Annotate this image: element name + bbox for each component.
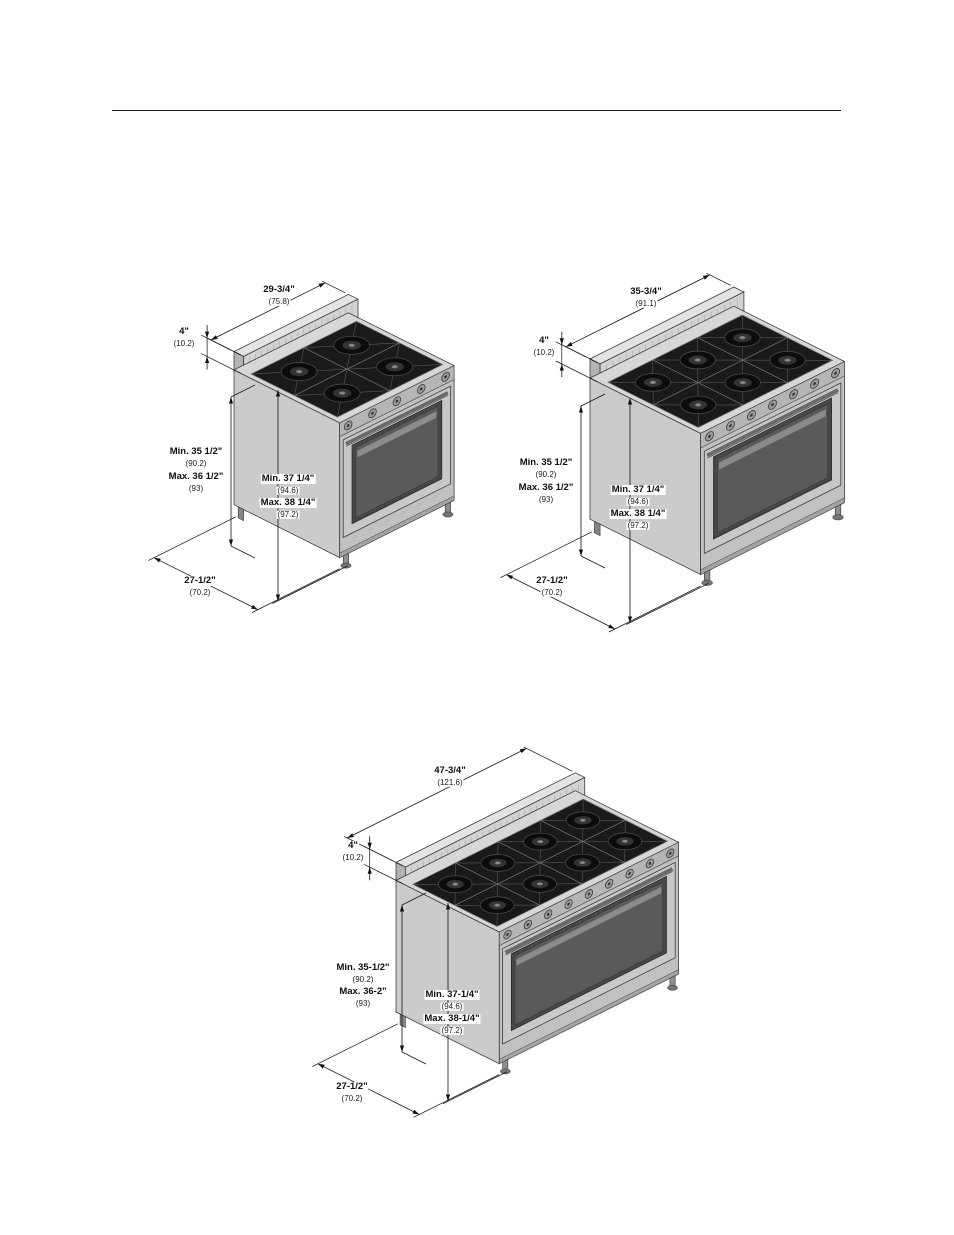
dim-label-depth-cm-30: (70.2): [188, 587, 212, 598]
dim-label-backguard-30: 4": [178, 326, 190, 338]
dim-label-depth-cm-48: (70.2): [340, 1093, 364, 1104]
dim-label-counter-max-48: Max. 36-2": [338, 986, 388, 998]
dim-label-backguard-cm-30: (10.2): [172, 338, 196, 349]
dim-label-counter-min-cm-30: (90.2): [184, 458, 208, 469]
dim-label-backguard-cm-36: (10.2): [532, 347, 556, 358]
dim-label-trim-min-cm-36: (94.6): [626, 496, 650, 507]
dim-label-trim-min-cm-30: (94.6): [276, 485, 300, 496]
dim-label-backguard-36: 4": [538, 335, 550, 347]
dim-label-width-cm-48: (121.6): [436, 777, 464, 788]
range-36-drawing: [500, 272, 846, 633]
dim-label-counter-max-cm-48: (93): [354, 998, 372, 1009]
dim-label-depth-36: 27-1/2": [535, 575, 569, 587]
dim-label-trim-max-30: Max. 38 1/4": [259, 497, 317, 509]
range-48-drawing: [312, 746, 680, 1118]
dim-label-counter-min-48: Min. 35-1/2": [335, 962, 391, 974]
dim-label-width-cm-30: (75.8): [267, 296, 291, 307]
dim-label-counter-max-cm-30: (93): [187, 483, 205, 494]
dim-label-trim-min-30: Min. 37 1/4": [260, 473, 316, 485]
dim-label-trim-min-cm-48: (94.6): [440, 1001, 464, 1012]
dim-label-counter-min-30: Min. 35 1/2": [168, 446, 224, 458]
dim-label-trim-min-48: Min. 37-1/4": [424, 989, 480, 1001]
dim-label-trim-max-48: Max. 38-1/4": [423, 1013, 481, 1025]
dim-label-counter-max-cm-36: (93): [537, 494, 555, 505]
dim-label-depth-cm-36: (70.2): [540, 587, 564, 598]
dim-label-width-36: 35-3/4": [629, 286, 663, 298]
dim-label-width-48: 47-3/4": [433, 765, 467, 777]
dim-label-backguard-cm-48: (10.2): [341, 852, 365, 863]
dim-label-trim-min-36: Min. 37 1/4": [610, 484, 666, 496]
dim-label-counter-min-cm-36: (90.2): [534, 469, 558, 480]
dim-label-trim-max-cm-30: (97.2): [276, 509, 300, 520]
range-30-drawing: [148, 280, 455, 613]
dim-label-backguard-48: 4": [347, 840, 359, 852]
dim-label-counter-max-36: Max. 36 1/2": [517, 482, 575, 494]
dim-label-depth-48: 27-1/2": [335, 1081, 369, 1093]
dim-label-depth-30: 27-1/2": [183, 575, 217, 587]
dim-label-trim-max-cm-48: (97.2): [440, 1025, 464, 1036]
dim-label-width-30: 29-3/4": [262, 284, 296, 296]
dim-label-counter-max-30: Max. 36 1/2": [167, 471, 225, 483]
dim-label-trim-max-cm-36: (97.2): [626, 520, 650, 531]
dim-label-counter-min-cm-48: (90.2): [351, 974, 375, 985]
dim-label-width-cm-36: (91.1): [634, 298, 658, 309]
dim-label-trim-max-36: Max. 38 1/4": [609, 508, 667, 520]
header-rule: [112, 110, 841, 111]
dim-label-counter-min-36: Min. 35 1/2": [518, 457, 574, 469]
